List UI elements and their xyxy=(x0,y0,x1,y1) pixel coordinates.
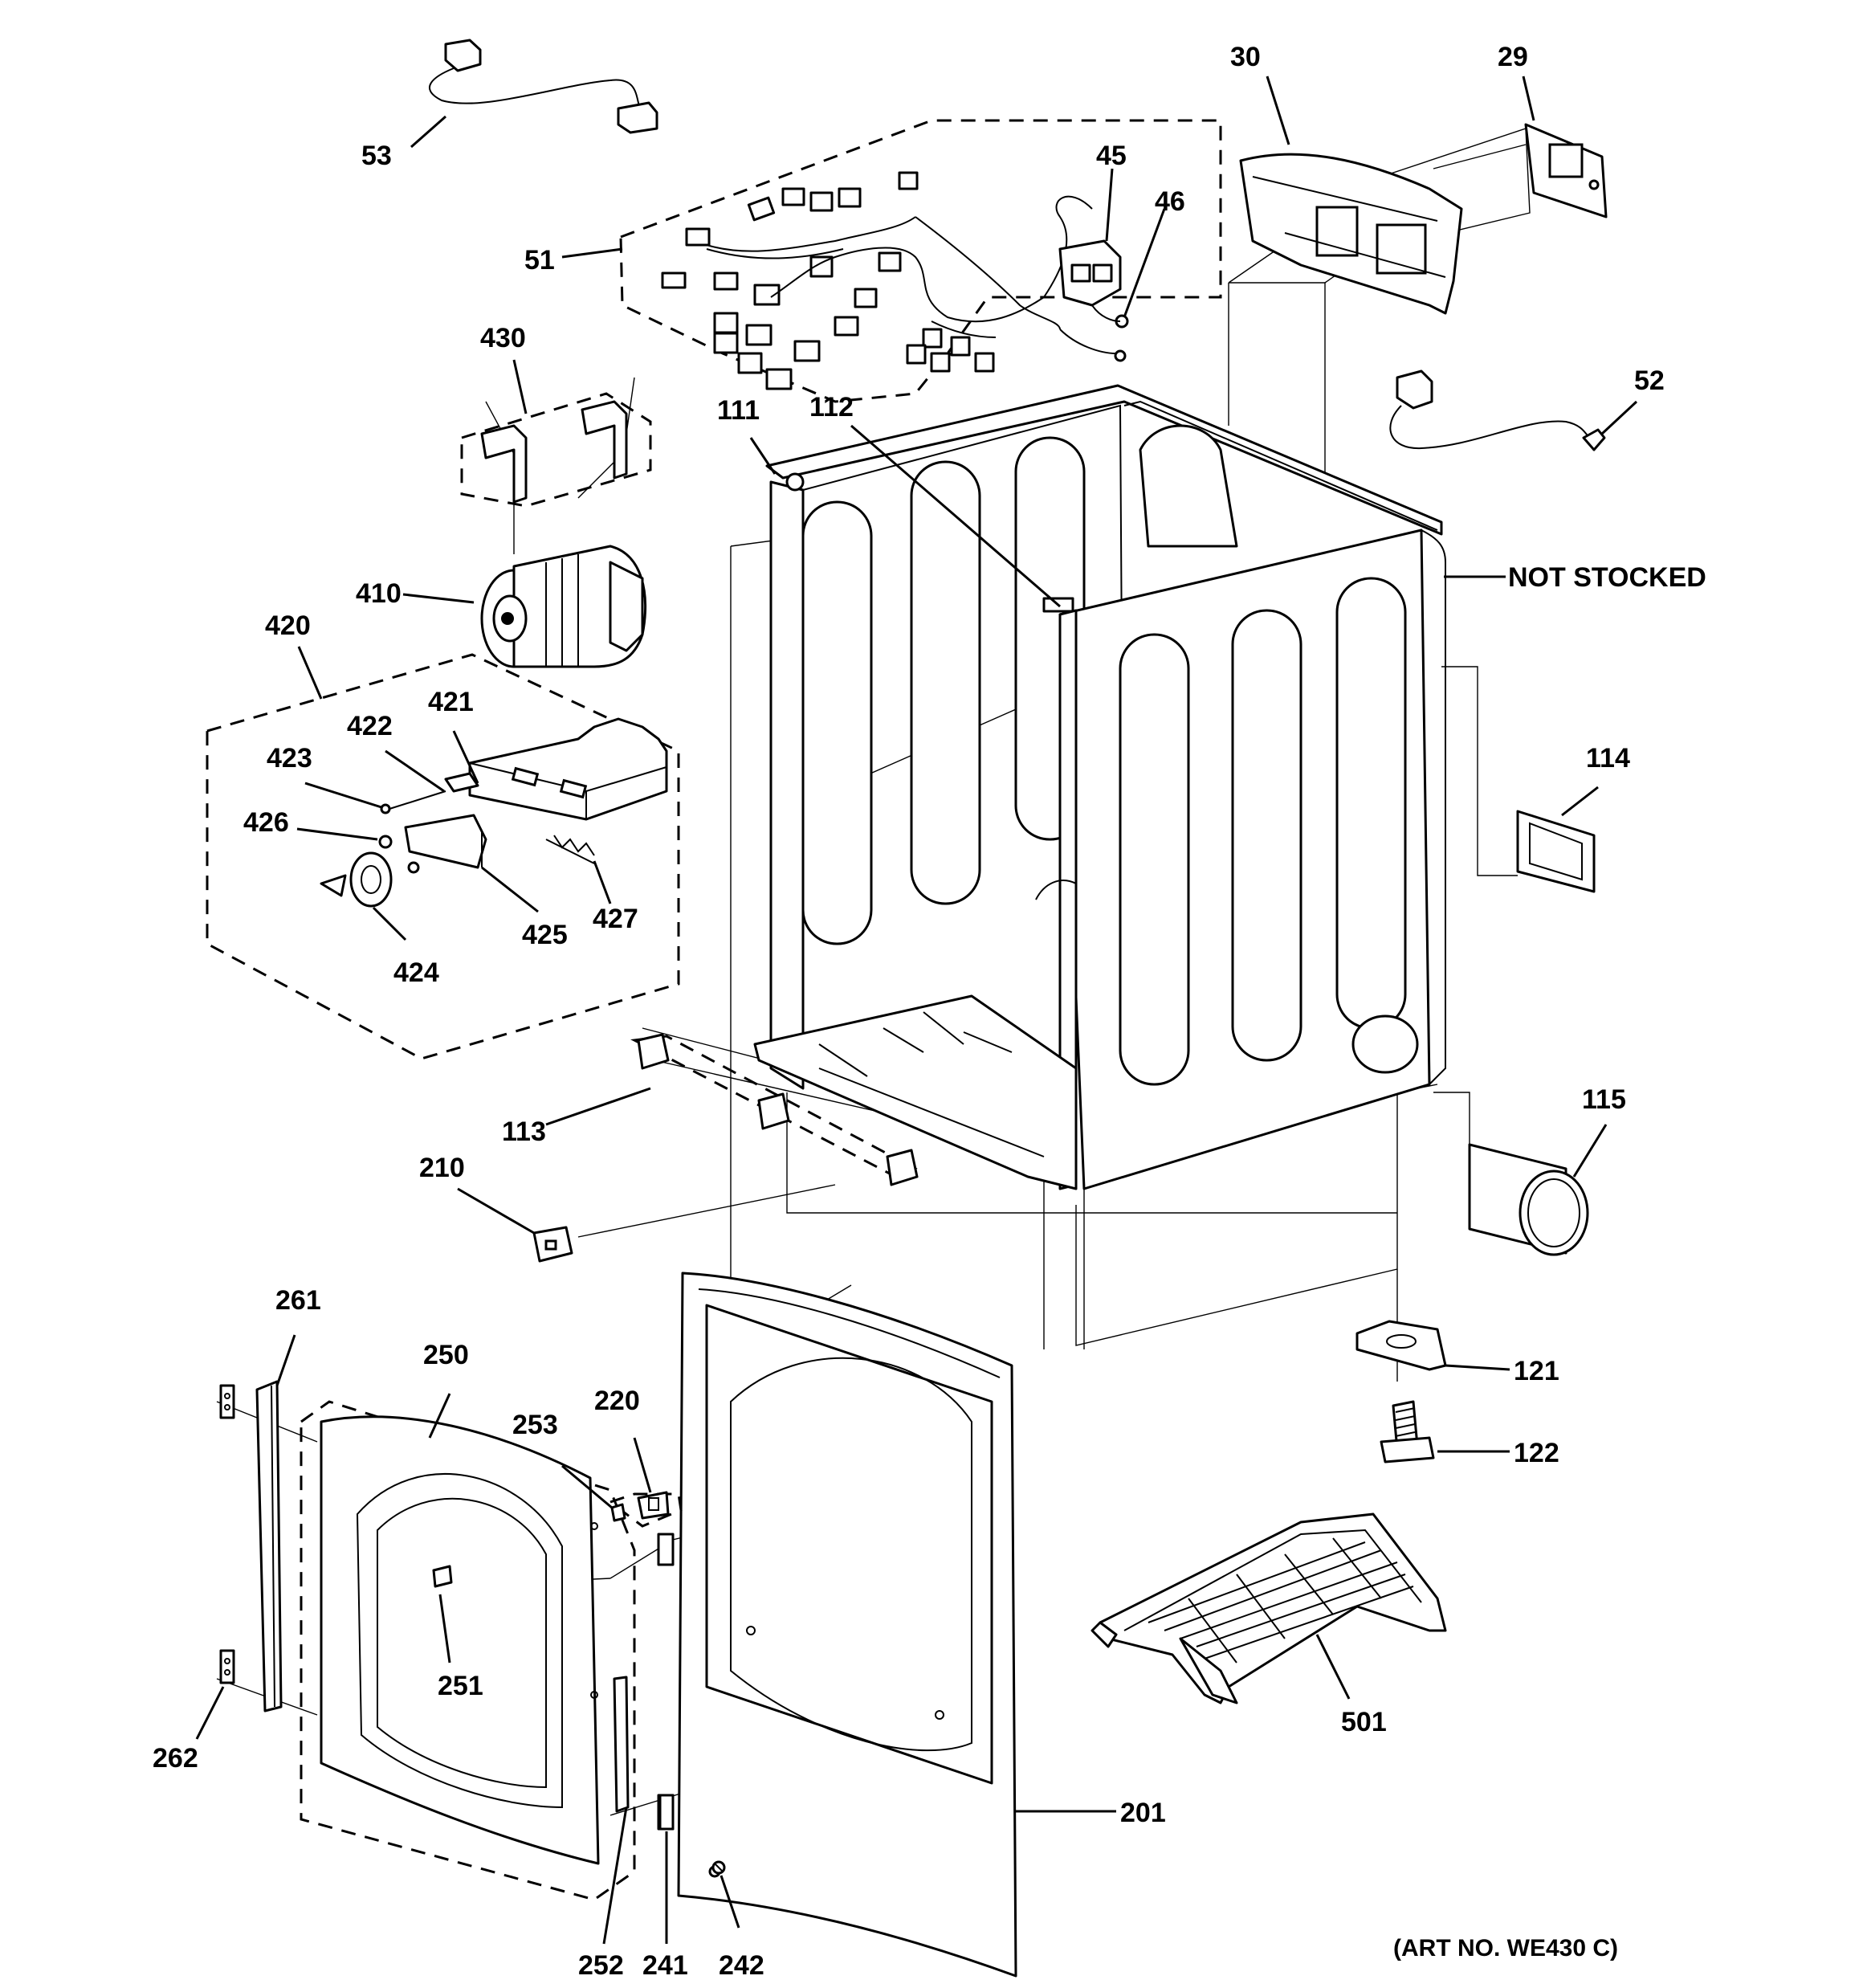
motor-mount-420 xyxy=(206,653,680,1060)
hinge-241 xyxy=(658,1794,675,1831)
callout-420: 420 xyxy=(265,610,311,641)
latch-210 xyxy=(532,1226,573,1263)
bracket-29 xyxy=(1524,123,1608,218)
callout-252: 252 xyxy=(578,1950,624,1981)
vent-plate-114 xyxy=(1516,810,1596,893)
callout-45: 45 xyxy=(1096,141,1127,171)
cabinet xyxy=(753,384,1446,1190)
part-45-46 xyxy=(1058,239,1129,329)
leveling-leg-122 xyxy=(1380,1400,1435,1463)
screw-242 xyxy=(711,1860,726,1875)
callout-113: 113 xyxy=(502,1116,546,1147)
callout-262: 262 xyxy=(153,1743,198,1774)
motor-410 xyxy=(480,545,647,668)
callout-53: 53 xyxy=(361,141,392,171)
callout-201: 201 xyxy=(1120,1798,1166,1828)
art-number: (ART NO. WE430 C) xyxy=(1393,1935,1618,1961)
callout-210: 210 xyxy=(419,1153,465,1183)
callout-427: 427 xyxy=(593,904,638,934)
callout-122: 122 xyxy=(1514,1438,1559,1468)
wire-harness-53 xyxy=(429,39,658,134)
callout-261: 261 xyxy=(275,1285,321,1316)
callout-241: 241 xyxy=(642,1950,688,1981)
callout-52: 52 xyxy=(1634,365,1665,396)
callout-115: 115 xyxy=(1582,1084,1626,1115)
callout-114: 114 xyxy=(1586,743,1630,774)
not-stocked-label: NOT STOCKED xyxy=(1508,562,1706,593)
callout-421: 421 xyxy=(428,687,474,717)
callout-111: 111 xyxy=(717,395,760,426)
callout-242: 242 xyxy=(719,1950,764,1981)
door-250 xyxy=(300,1400,636,1901)
callout-426: 426 xyxy=(243,807,289,838)
callout-410: 410 xyxy=(356,578,402,609)
callout-112: 112 xyxy=(809,392,854,423)
callout-250: 250 xyxy=(423,1340,469,1370)
hinges-262 xyxy=(219,1384,235,1684)
motor-clips-430 xyxy=(460,392,652,508)
callout-501: 501 xyxy=(1341,1707,1387,1737)
front-panel-201 xyxy=(657,1272,1017,1978)
leader-lines xyxy=(195,76,1638,1945)
leveling-121 xyxy=(1355,1320,1447,1371)
callout-423: 423 xyxy=(267,743,312,774)
callout-253: 253 xyxy=(512,1410,558,1440)
wire-harness-52 xyxy=(1389,369,1606,451)
callout-251: 251 xyxy=(438,1671,483,1701)
callout-labels: 53 51 45 46 30 29 52 430 410 420 421 422… xyxy=(153,42,1706,1981)
callout-425: 425 xyxy=(522,920,568,950)
callout-220: 220 xyxy=(594,1386,640,1416)
callout-422: 422 xyxy=(347,711,393,741)
back-shield-30 xyxy=(1239,153,1463,315)
callout-46: 46 xyxy=(1155,186,1185,217)
callout-430: 430 xyxy=(480,323,526,353)
callout-30: 30 xyxy=(1230,42,1261,72)
callout-424: 424 xyxy=(393,957,439,988)
wire-harness-51 xyxy=(619,119,1222,403)
foot-pads-113 xyxy=(630,1033,919,1186)
callout-121: 121 xyxy=(1514,1356,1559,1386)
door-trim-261 xyxy=(255,1380,283,1712)
callout-29: 29 xyxy=(1498,42,1528,72)
drying-rack-501 xyxy=(1090,1512,1447,1704)
callout-51: 51 xyxy=(524,245,555,276)
duct-115 xyxy=(1468,1143,1589,1256)
latch-parts-220 xyxy=(607,1491,683,1528)
